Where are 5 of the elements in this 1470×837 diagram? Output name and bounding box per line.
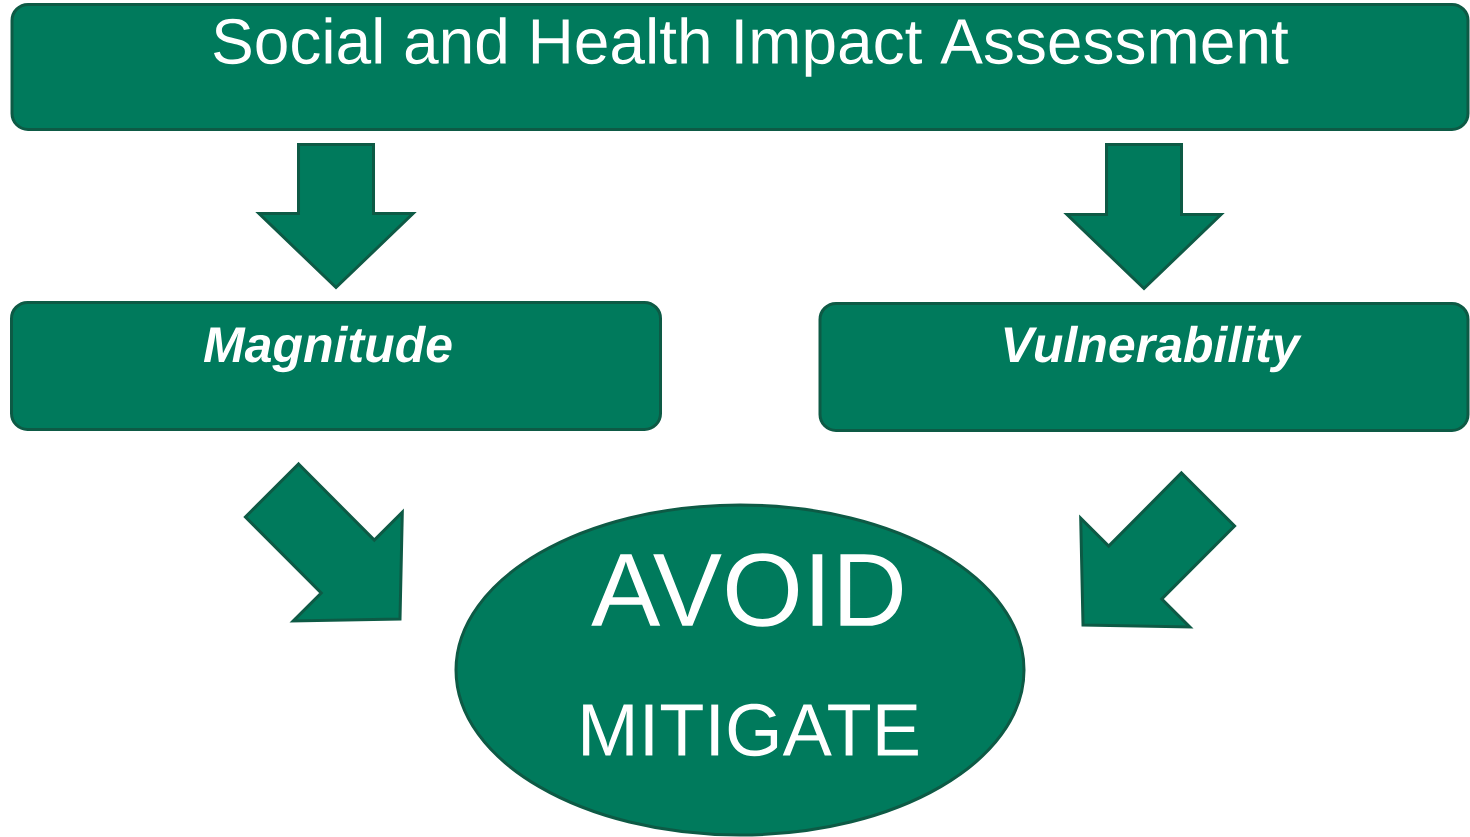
rounded-box: Magnitude [10,301,662,431]
block-arrow [255,143,417,290]
block-arrow [1063,143,1225,291]
rounded-box: Social and Health Impact Assessment [10,3,1470,131]
rounded-box: Vulnerability [818,302,1470,432]
